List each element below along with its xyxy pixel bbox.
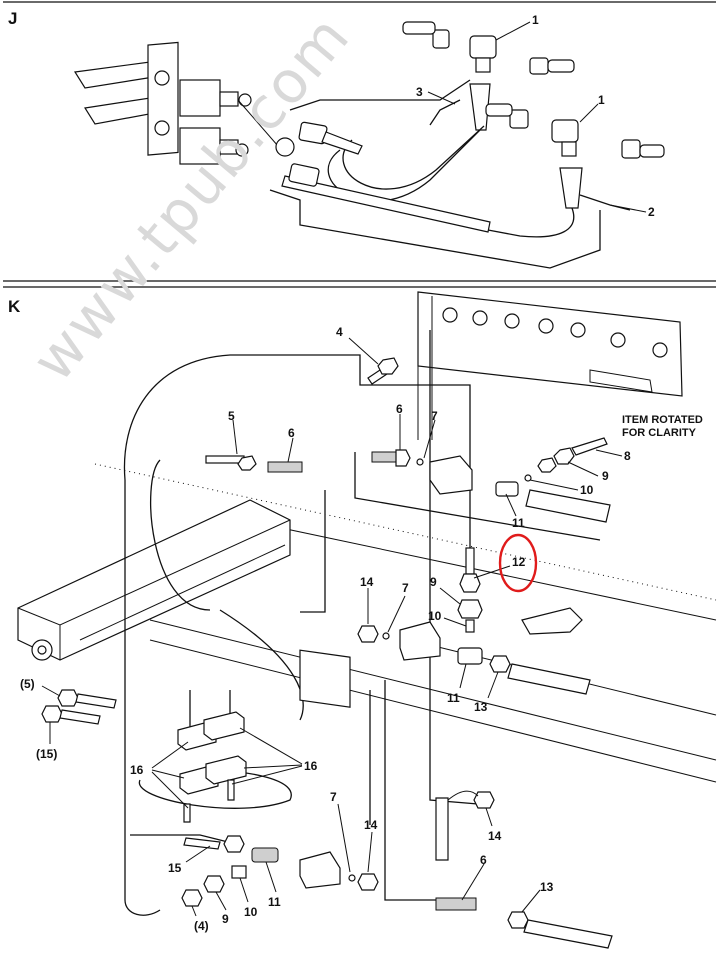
callout-k-4-paren: (4) xyxy=(194,919,209,933)
note-line-1: ITEM ROTATED xyxy=(622,414,703,426)
adapter-6-left xyxy=(267,461,303,473)
hose-right xyxy=(435,797,449,861)
callout-k-15: 15 xyxy=(168,861,182,875)
callout-k-10c: 10 xyxy=(244,905,258,919)
frame-rail xyxy=(17,499,291,661)
callout-k-10a: 10 xyxy=(580,483,594,497)
line-center-right xyxy=(507,663,591,695)
panel-k-letter: K xyxy=(8,297,21,316)
callout-k-7a: 7 xyxy=(431,409,438,423)
callout-k-14c: 14 xyxy=(488,829,502,843)
tee-fitting-upper xyxy=(402,21,575,131)
callout-j-3: 3 xyxy=(416,85,423,99)
nut-9-upper xyxy=(553,447,575,465)
panel-j-frame xyxy=(3,1,716,282)
oring-7-lower xyxy=(348,874,356,882)
bolt-15-left xyxy=(41,705,101,725)
panel-k-drawing: 4 5 6 6 7 8 9 10 11 12 9 10 14 7 11 13 ( xyxy=(17,291,717,949)
highlight-circle-12 xyxy=(498,533,538,593)
nut-4-lower xyxy=(181,889,203,907)
callout-k-7b: 7 xyxy=(402,581,409,595)
ring-10-center xyxy=(465,619,475,633)
bracket-right xyxy=(521,607,583,635)
callout-k-13b: 13 xyxy=(540,880,554,894)
nut-14-lower xyxy=(357,873,379,891)
callout-k-7c: 7 xyxy=(330,790,337,804)
ring-10-lower xyxy=(231,865,247,879)
tee-11-upper xyxy=(495,481,519,497)
callout-k-11c: 11 xyxy=(268,895,281,909)
callout-k-10b: 10 xyxy=(428,609,442,623)
nut-6-upper xyxy=(395,449,411,467)
valve-body-upper xyxy=(429,455,473,495)
bolt-5-left xyxy=(57,689,117,709)
tube-15 xyxy=(183,837,221,850)
callout-j-1b: 1 xyxy=(598,93,605,107)
tee-11-lower xyxy=(251,847,279,863)
callout-k-12: 12 xyxy=(512,555,526,569)
callout-k-9b: 9 xyxy=(430,575,437,589)
nut-15 xyxy=(223,835,245,853)
line-bottom-right xyxy=(523,919,613,949)
nut-9-lower xyxy=(203,875,225,893)
nut-12 xyxy=(459,573,481,593)
oring-7-center xyxy=(382,632,390,640)
callout-k-16a: 16 xyxy=(130,763,144,777)
callout-k-5-paren: (5) xyxy=(20,677,35,691)
callout-k-11b: 11 xyxy=(447,691,460,705)
callout-k-6c: 6 xyxy=(480,853,487,867)
nut-9b-upper xyxy=(537,457,557,473)
panel-j-drawing: 1 1 3 2 xyxy=(73,13,665,269)
callout-k-5: 5 xyxy=(228,409,235,423)
note-line-2: FOR CLARITY xyxy=(622,427,697,439)
clamp-blocks-16 xyxy=(177,711,247,823)
fitting-12 xyxy=(465,547,475,575)
valve-block xyxy=(73,41,295,165)
panel-j-letter: J xyxy=(8,9,17,28)
tee-fitting-lower xyxy=(485,103,665,209)
bolt-5 xyxy=(205,455,257,471)
callout-j-1a: 1 xyxy=(532,13,539,27)
valve-body-lower xyxy=(299,851,341,889)
callout-k-9a: 9 xyxy=(602,469,609,483)
watermark: www.tpub.com xyxy=(19,2,363,394)
nut-13-center xyxy=(489,655,511,673)
nut-13-lower xyxy=(507,911,529,929)
callout-k-6a: 6 xyxy=(288,426,295,440)
callout-k-11a: 11 xyxy=(512,516,525,530)
callout-k-6b: 6 xyxy=(396,402,403,416)
callout-k-15-paren: (15) xyxy=(36,747,57,761)
bolt-4-top xyxy=(367,357,399,385)
valve-body-center xyxy=(399,621,441,661)
nut-9-center xyxy=(457,599,483,619)
callout-k-4: 4 xyxy=(336,325,343,339)
nut-14-right xyxy=(473,791,495,809)
callout-k-14b: 14 xyxy=(364,818,378,832)
callout-k-14a: 14 xyxy=(360,575,374,589)
callout-k-8: 8 xyxy=(624,449,631,463)
tee-11-center xyxy=(457,647,483,665)
callout-k-16b: 16 xyxy=(304,759,318,773)
tube-8 xyxy=(571,437,608,456)
line-upper-right xyxy=(525,489,611,523)
ring-10-upper xyxy=(524,474,532,482)
oring-7-upper xyxy=(416,458,424,466)
bracket-center xyxy=(299,649,351,708)
adapter-6-upper xyxy=(371,451,397,463)
callout-k-13a: 13 xyxy=(474,700,488,714)
callout-j-2: 2 xyxy=(648,205,655,219)
mounting-bracket xyxy=(417,291,683,440)
adapter-6-lower xyxy=(435,897,477,911)
callout-k-9c: 9 xyxy=(222,912,229,926)
nut-14-center xyxy=(357,625,379,643)
